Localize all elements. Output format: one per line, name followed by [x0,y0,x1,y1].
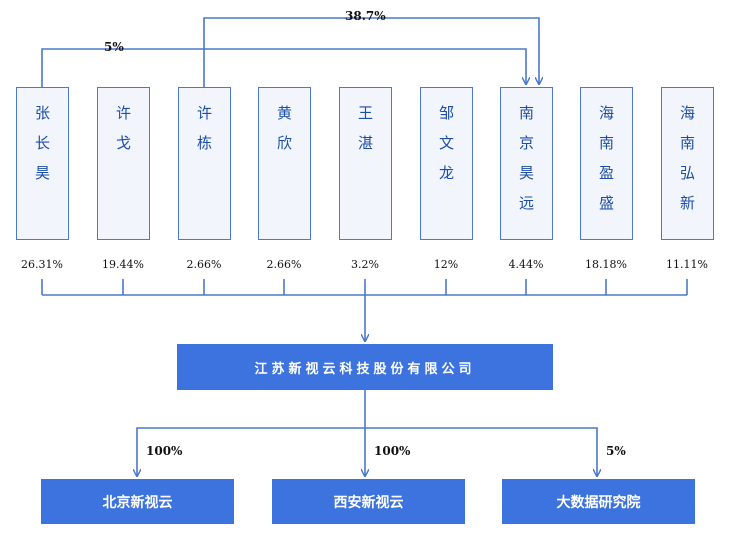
link-label-zhang-nanjing: 5% [104,40,124,54]
link-zhang-nanjing [41,48,526,87]
shareholder-name: 海南弘新 [679,104,695,212]
subsidiary-pct: 100% [146,444,183,458]
shareholder-name: 南京昊远 [518,104,534,212]
shareholder-box: 张长昊 [16,87,69,240]
link-label-xudong-nanjing: 38.7% [345,9,386,23]
shareholder-pct: 12% [433,258,459,271]
subsidiary-box: 大数据研究院 [502,479,695,524]
shareholder-name: 张长昊 [34,104,50,182]
shareholder-name: 许栋 [196,104,212,152]
shareholder-pct: 3.2% [351,258,379,271]
shareholder-pct: 4.44% [508,258,544,271]
shareholder-box: 邹文龙 [420,87,473,240]
shareholder-box: 海南弘新 [661,87,714,240]
link-xudong-nanjing [203,17,539,87]
shareholder-pct: 26.31% [21,258,63,271]
shareholder-name: 邹文龙 [438,104,454,182]
shareholder-name: 黄欣 [276,104,292,152]
company-box: 江苏新视云科技股份有限公司 [177,344,553,390]
shareholder-pct: 18.18% [585,258,627,271]
shareholder-pct: 19.44% [102,258,144,271]
subsidiary-pct: 5% [606,444,626,458]
shareholder-pct: 11.11% [666,258,708,271]
shareholder-pct: 2.66% [186,258,222,271]
shareholder-box: 王湛 [339,87,392,240]
shareholder-name: 海南盈盛 [598,104,614,212]
shareholder-box: 许栋 [178,87,231,240]
shareholder-box: 海南盈盛 [580,87,633,240]
shareholder-box: 南京昊远 [500,87,553,240]
shareholder-name: 许戈 [115,104,131,152]
subsidiary-box: 北京新视云 [41,479,234,524]
shareholder-name: 王湛 [357,104,373,152]
shareholder-box: 许戈 [97,87,150,240]
shareholder-box: 黄欣 [258,87,311,240]
shareholder-pct: 2.66% [266,258,302,271]
subsidiary-pct: 100% [374,444,411,458]
subsidiary-box: 西安新视云 [272,479,465,524]
